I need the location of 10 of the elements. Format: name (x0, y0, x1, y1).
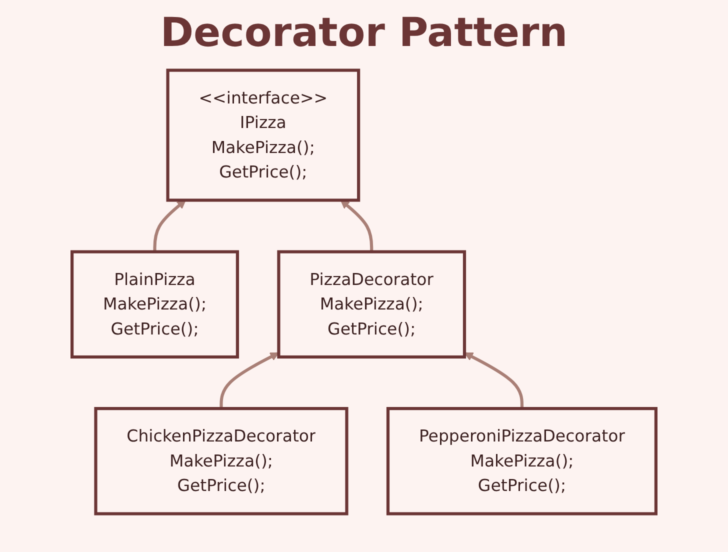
node-box: <<interface>> IPizza MakePizza(); GetPrice(); (166, 68, 360, 202)
node-box: ChickenPizzaDecorator MakePizza(); GetPrice(); (94, 407, 348, 516)
arrow (220, 352, 280, 409)
arrow (464, 352, 524, 409)
diagram-title: Decorator Pattern (159, 10, 569, 56)
arrow (340, 200, 374, 252)
node-box: PizzaDecorator MakePizza(); GetPrice(); (277, 250, 466, 359)
node-box: PlainPizza MakePizza(); GetPrice(); (70, 250, 239, 359)
arrow (153, 200, 186, 252)
node-box: PepperoniPizzaDecorator MakePizza(); GetPrice(); (386, 407, 658, 516)
